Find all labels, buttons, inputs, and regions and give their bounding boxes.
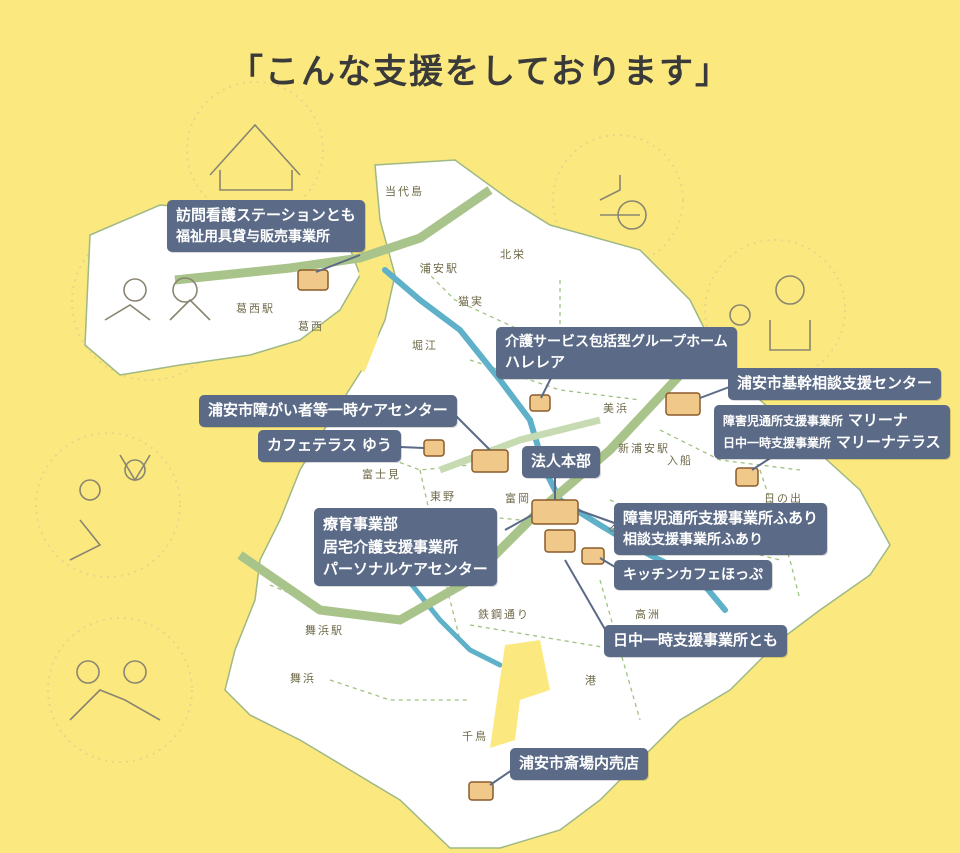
house-illustration-ring	[186, 81, 324, 219]
facility-shogai-care[interactable]: 浦安市障がい者等一時ケアセンター	[199, 395, 457, 427]
nurse-icon	[123, 278, 147, 302]
facility-subname: 福祉用具貸与販売事業所	[176, 228, 330, 245]
facility-cafe-yu[interactable]: カフェテラス ゆう	[258, 430, 401, 462]
area-label: 富士見	[362, 468, 401, 481]
facility-name: 浦安市基幹相談支援センター	[737, 374, 933, 392]
area-label: 猫実	[458, 295, 484, 308]
care-icon	[76, 660, 100, 684]
play-illustration-ring	[35, 432, 181, 578]
bay-inlet	[490, 640, 550, 748]
care-illustration-ring	[47, 617, 193, 763]
facility-subname: 介護サービス包括型グループホーム	[505, 334, 728, 350]
children-icon	[775, 275, 805, 305]
facility-name: ハレレア	[505, 353, 566, 372]
facility-harerea[interactable]: 介護サービス包括型グループホーム ハレレア	[496, 327, 737, 380]
facility-name: カフェテラス ゆう	[267, 436, 392, 454]
tozai-line	[174, 186, 493, 285]
facility-name: マリーナ	[847, 411, 908, 429]
facility-name: 障害児通所支援事業所ふあり	[623, 509, 819, 527]
edogawa	[355, 267, 386, 372]
station-label: 舞浜駅	[305, 624, 344, 637]
area-label: 入船	[667, 454, 693, 467]
facility-name: パーソナルケアセンター	[323, 560, 488, 578]
facility-saijo-baiten[interactable]: 浦安市斎場内売店	[510, 748, 649, 780]
facility-fuari[interactable]: 障害児通所支援事業所ふあり 相談支援事業所ふあり	[614, 503, 828, 556]
area-label: 富岡	[505, 492, 531, 505]
facility-name: 法人本部	[531, 452, 592, 470]
area-label: 港	[585, 674, 598, 687]
area-label: 美浜	[603, 402, 629, 415]
play-icon	[79, 479, 101, 501]
facility-subname: 相談支援事業所ふあり	[623, 531, 763, 548]
facility-marina[interactable]: 障害児通所支援事業所 マリーナ 日中一時支援事業所 マリーナテラス	[714, 405, 950, 459]
facility-type: 障害児通所支援事業所	[723, 414, 844, 428]
station-label: 浦安駅	[420, 262, 459, 275]
area-label: 鉄鋼通り	[478, 608, 530, 621]
area-label: 当代島	[385, 185, 424, 198]
area-label: 日の出	[764, 492, 803, 505]
area-label: 北栄	[500, 248, 526, 261]
facility-ryoiku[interactable]: 療育事業部 居宅介護支援事業所 パーソナルケアセンター	[314, 508, 497, 586]
facility-honbu[interactable]: 法人本部	[522, 446, 601, 478]
facility-type: 日中一時支援事業所	[723, 435, 832, 450]
facility-name: キッチンカフェほっぷ	[623, 567, 763, 583]
area-label: 葛西	[298, 320, 324, 333]
station-label: 葛西駅	[236, 302, 275, 315]
page-title: 「こんな支援をしております」	[229, 52, 731, 92]
area-label: 東野	[430, 490, 456, 503]
area-label: 堀江	[412, 339, 438, 352]
facility-kitchen-cafe[interactable]: キッチンカフェほっぷ	[614, 560, 772, 591]
facility-tomo-nichu[interactable]: 日中一時支援事業所とも	[604, 625, 788, 657]
highway	[438, 416, 601, 474]
facility-name: マリーナテラス	[835, 432, 941, 451]
facility-houmon-kango[interactable]: 訪問看護ステーションとも 福祉用具貸与販売事業所	[167, 200, 365, 253]
facility-name: 療育事業部	[323, 515, 399, 533]
kids-illustration-ring	[704, 239, 846, 381]
wheelchair-illustration-ring	[552, 134, 684, 266]
facility-name: 浦安市障がい者等一時ケアセンター	[208, 401, 448, 419]
house-icon	[209, 123, 301, 191]
station-label: 新浦安駅	[618, 442, 670, 455]
area-label: 千鳥	[462, 730, 488, 743]
facility-name: 日中一時支援事業所とも	[613, 631, 779, 649]
facility-name: 居宅介護支援事業所	[323, 537, 459, 556]
area-label: 高洲	[635, 608, 661, 621]
facility-name: 浦安市斎場内売店	[519, 754, 640, 772]
area-label: 舞浜	[290, 672, 316, 685]
facility-kikan-sodan[interactable]: 浦安市基幹相談支援センター	[728, 368, 942, 400]
facility-name: 訪問看護ステーションとも	[176, 206, 356, 224]
river-south	[397, 567, 503, 668]
